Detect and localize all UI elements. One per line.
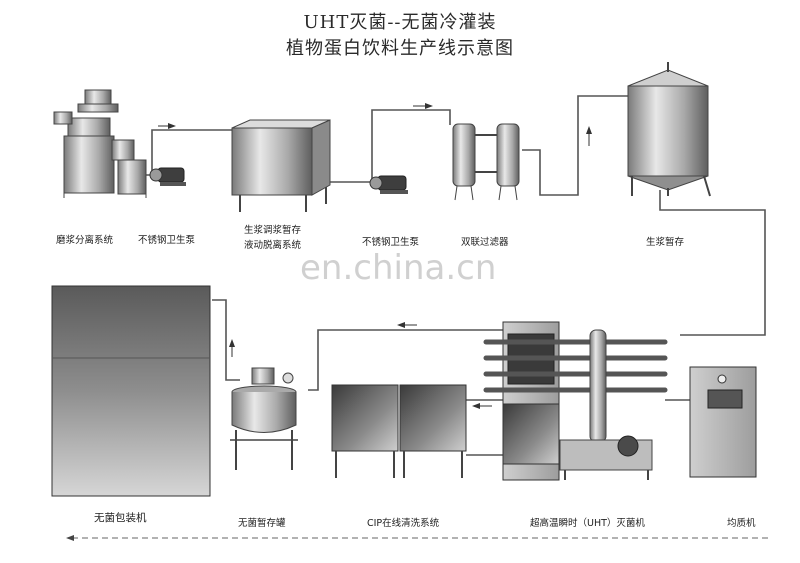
label-filter: 双联过滤器 [461, 237, 509, 248]
flow-arrow-right-icon [168, 123, 176, 129]
pipe-filter-to-storage [522, 95, 630, 196]
flow-arrow-left-icon [397, 322, 405, 328]
watermark: en.china.cn [300, 248, 497, 288]
raw-storage-tank [627, 62, 711, 197]
uht-sterilizer [483, 321, 668, 481]
aseptic-packer [51, 285, 211, 497]
duplex-filter [452, 123, 520, 201]
pump-2 [369, 175, 408, 194]
pipe-tank-to-packer [212, 299, 240, 381]
flow-arrows [158, 103, 592, 409]
label-aseptic-tank: 无菌暂存罐 [238, 518, 286, 529]
pipe-storage-to-uht [659, 190, 766, 336]
pipe-tank-to-filter [330, 109, 451, 183]
diagram-title-line2: 植物蛋白饮料生产线示意图 [286, 38, 514, 59]
pipe-uht-to-tank [308, 329, 505, 391]
flow-arrow-right-icon [425, 103, 433, 109]
pipe-grinder-to-tank [140, 129, 241, 176]
bottom-flow-line [66, 535, 770, 541]
flow-arrow-up-icon [229, 339, 235, 347]
flow-arrow-up-icon [586, 126, 592, 134]
flow-arrow-left-icon [472, 403, 480, 409]
diagram-title-line1: UHT灭菌--无菌冷灌装 [303, 12, 497, 33]
pump-1 [149, 167, 186, 186]
label-grinder: 磨浆分离系统 [56, 235, 114, 246]
label-cip: CIP在线清洗系统 [367, 518, 440, 529]
label-raw-storage: 生浆暂存 [646, 237, 685, 248]
label-mix-tank-2: 液动脱离系统 [244, 240, 302, 251]
label-homogenizer: 均质机 [727, 518, 756, 529]
label-aseptic-pack: 无菌包装机 [94, 512, 147, 524]
label-pump1: 不锈钢卫生泵 [138, 235, 196, 246]
mix-tank [231, 119, 331, 212]
label-uht: 超高温瞬时（UHT）灭菌机 [530, 518, 645, 529]
grinder-machine [53, 89, 147, 198]
label-pump2: 不锈钢卫生泵 [362, 237, 420, 248]
cip-system [331, 384, 467, 478]
aseptic-storage-tank [230, 367, 298, 470]
label-mix-tank-1: 生浆调浆暂存 [244, 225, 302, 236]
homogenizer [689, 366, 757, 478]
flow-arrow-left-icon [66, 535, 74, 541]
